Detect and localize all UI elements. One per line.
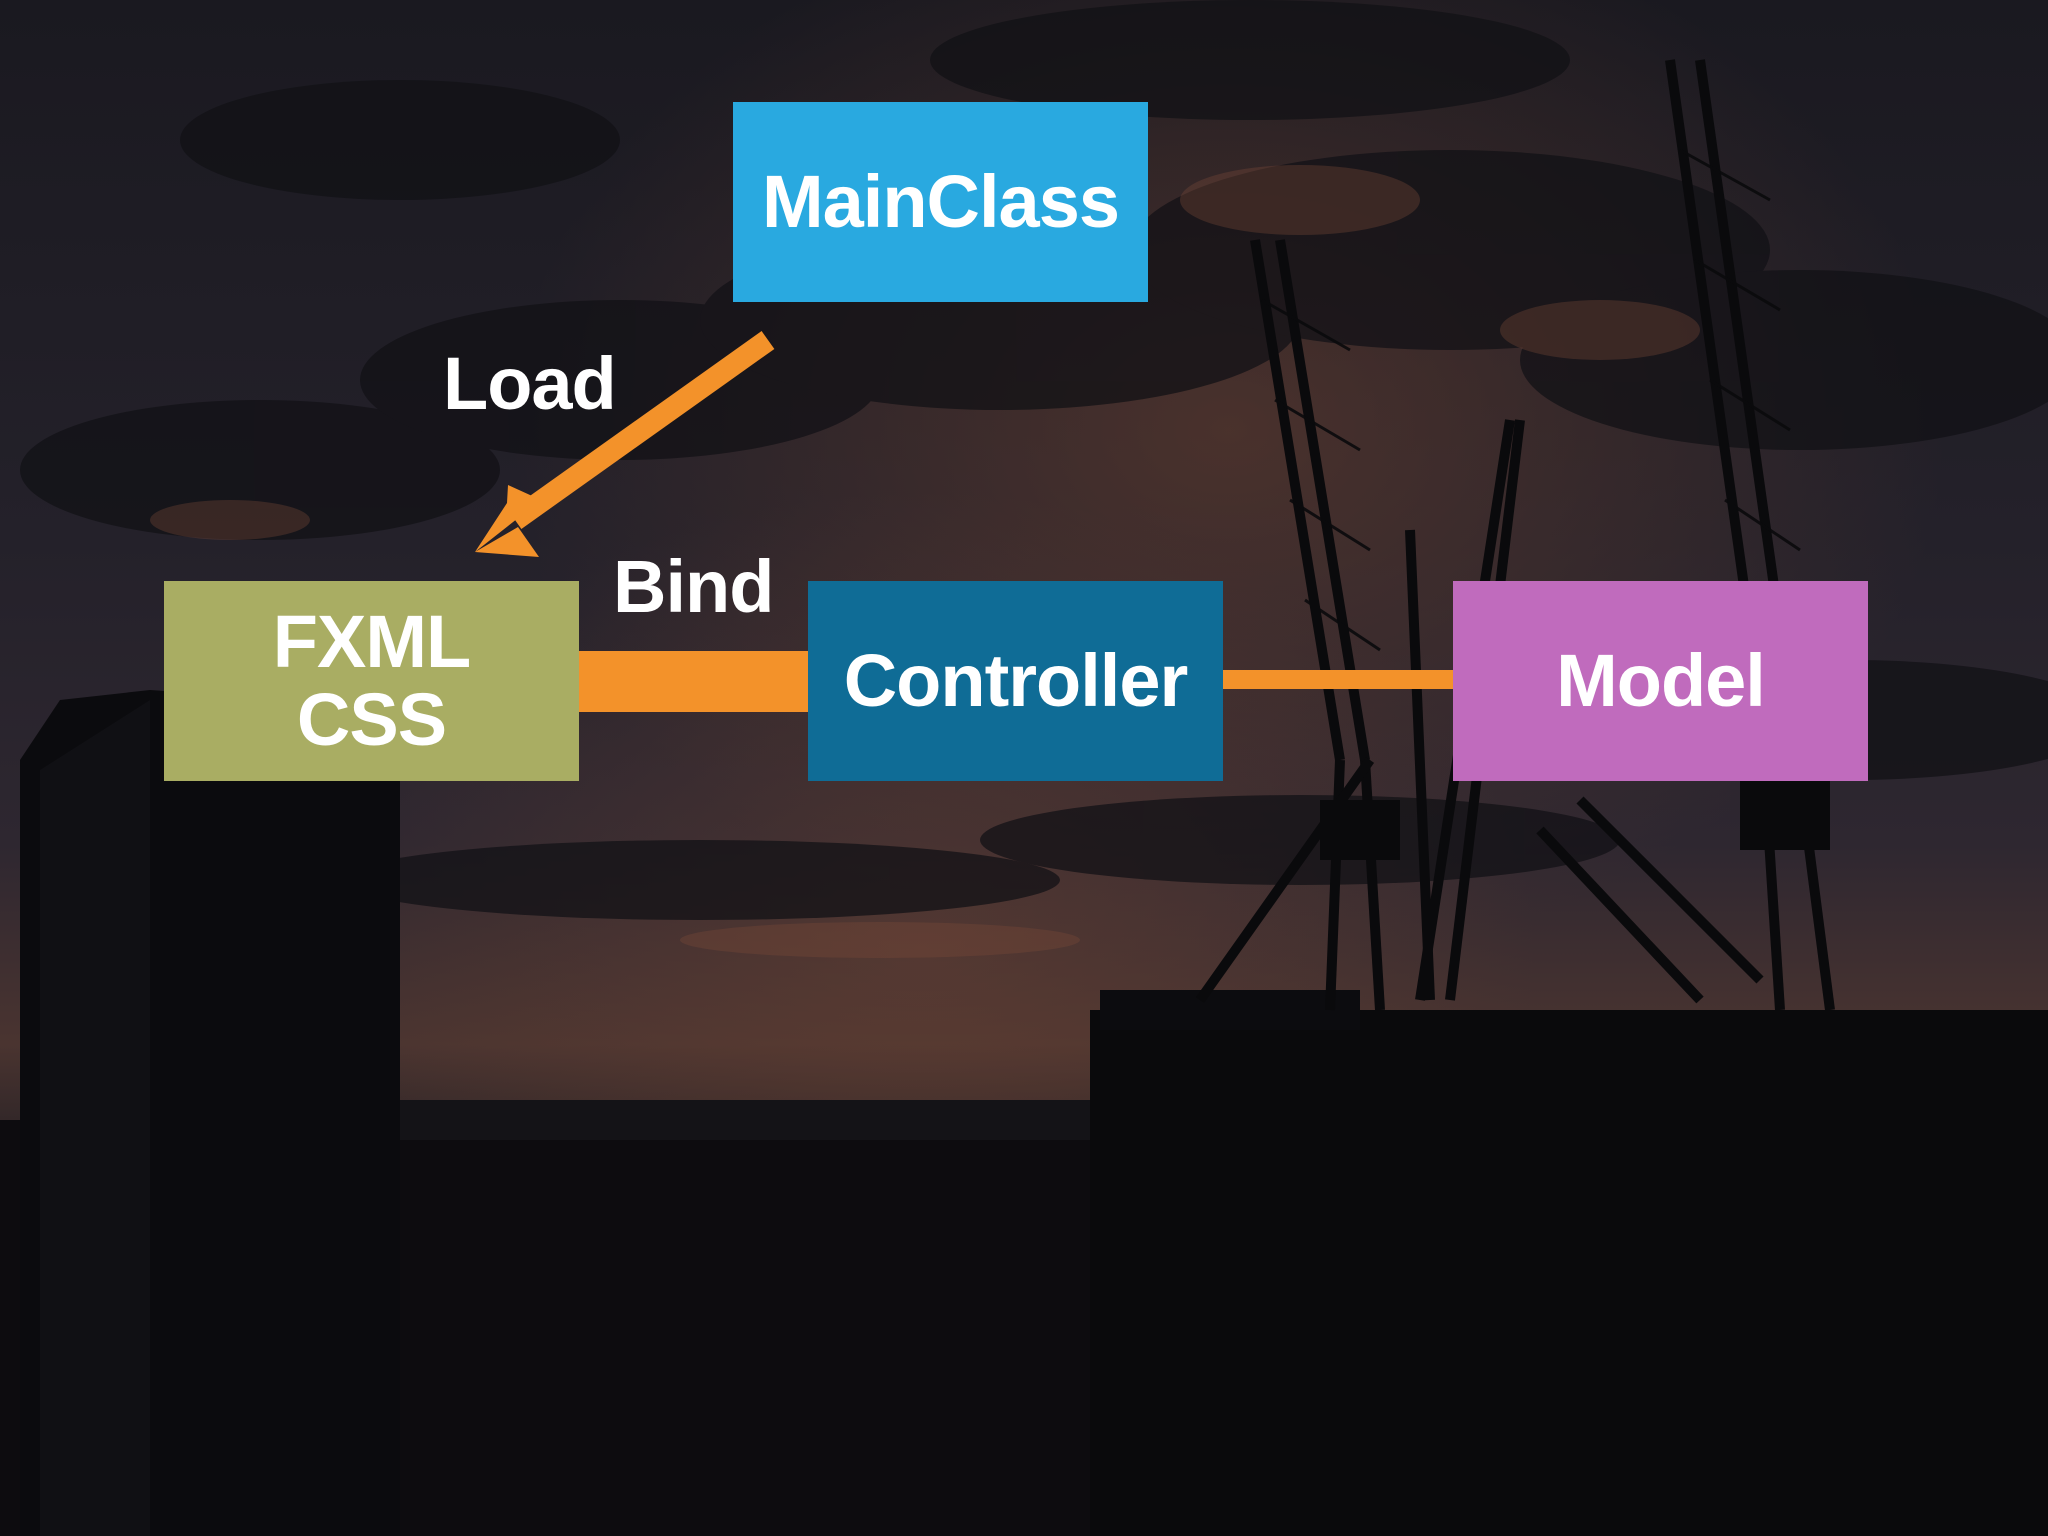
- controller-label: Controller: [843, 639, 1189, 723]
- model-node: Model: [1453, 581, 1868, 781]
- load-edge-label: Load: [443, 342, 617, 425]
- css-label: CSS: [296, 678, 447, 761]
- fxml-css-node: FXML CSS: [164, 581, 579, 781]
- controller-node: Controller: [808, 581, 1223, 781]
- mainclass-label: MainClass: [761, 160, 1120, 244]
- fxml-label: FXML: [272, 600, 471, 684]
- bind-edge-label: Bind: [613, 545, 774, 628]
- model-label: Model: [1556, 639, 1766, 723]
- mainclass-node: MainClass: [733, 102, 1148, 302]
